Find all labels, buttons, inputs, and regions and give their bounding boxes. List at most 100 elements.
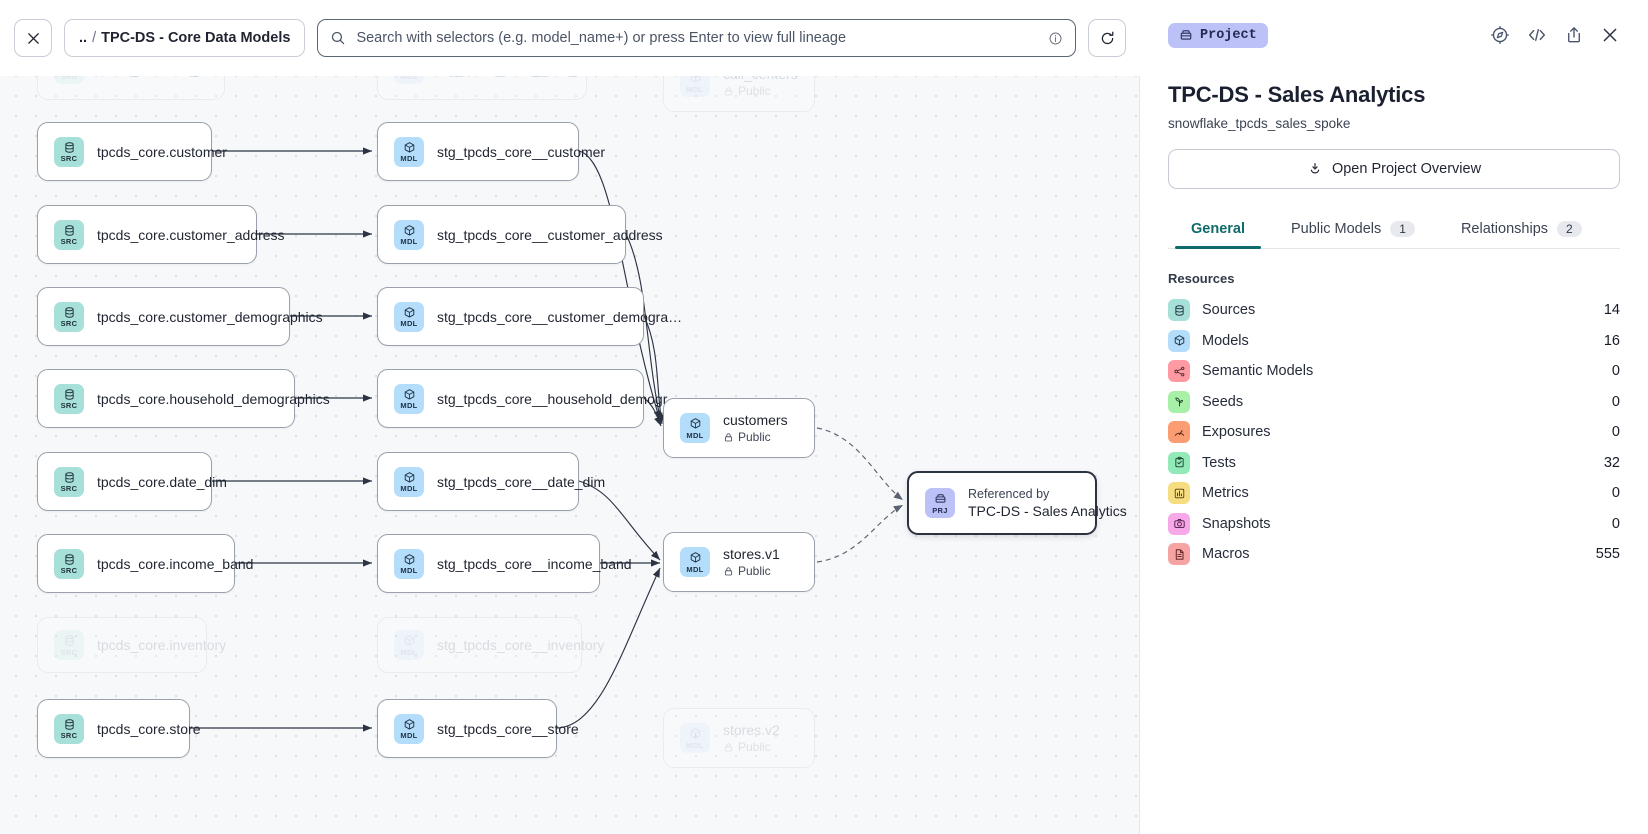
node-label: stg_tpcds_core__customer_demogra… bbox=[437, 308, 683, 325]
resource-row-macros[interactable]: Macros 555 bbox=[1168, 539, 1620, 570]
node-type-text: SRC bbox=[60, 154, 78, 164]
node-type-text: MDL bbox=[400, 154, 418, 164]
resource-row-sources[interactable]: Sources 14 bbox=[1168, 295, 1620, 326]
resource-count: 0 bbox=[1611, 515, 1620, 532]
resource-count: 16 bbox=[1603, 332, 1620, 349]
node-type-badge-mdl: MDL bbox=[680, 547, 710, 577]
tab-count-badge: 1 bbox=[1390, 221, 1415, 237]
camera-icon bbox=[1168, 512, 1190, 535]
breadcrumb-up[interactable]: .. bbox=[79, 30, 88, 46]
lineage-node-mdl_stg_store[interactable]: MDL stg_tpcds_core__store bbox=[377, 699, 579, 758]
node-label: customers bbox=[723, 412, 788, 428]
node-label: tpcds_core.date_dim bbox=[97, 473, 227, 490]
lineage-node-src_household_demographics[interactable]: SRC tpcds_core.household_demographics bbox=[37, 369, 330, 428]
node-label: stg_tpcds_core__household_demogr… bbox=[437, 390, 682, 407]
node-label: stg_tpcds_core__store bbox=[437, 720, 579, 737]
mdl-icon bbox=[689, 417, 702, 431]
node-type-badge-src: SRC bbox=[54, 630, 84, 660]
mdl-icon bbox=[403, 223, 416, 237]
resource-name: Seeds bbox=[1202, 393, 1244, 410]
info-icon[interactable] bbox=[1048, 31, 1063, 46]
resource-row-tests[interactable]: Tests 32 bbox=[1168, 448, 1620, 479]
node-type-text: MDL bbox=[400, 566, 418, 576]
node-type-badge-src: SRC bbox=[54, 136, 84, 167]
compass-icon[interactable] bbox=[1490, 25, 1510, 45]
lineage-node-mdl_stg_date_dim[interactable]: MDL stg_tpcds_core__date_dim bbox=[377, 452, 605, 511]
src-icon bbox=[63, 717, 76, 731]
resource-count: 0 bbox=[1611, 393, 1620, 410]
node-type-text: MDL bbox=[686, 740, 704, 750]
node-label: tpcds_core.store bbox=[97, 720, 201, 737]
src-icon bbox=[63, 552, 76, 566]
node-text: tpcds_core.income_band bbox=[97, 556, 253, 572]
share-icon[interactable] bbox=[1564, 25, 1584, 45]
node-type-badge-src: SRC bbox=[54, 219, 84, 250]
clipboard-check-icon bbox=[1168, 451, 1190, 474]
lineage-node-src_income_band[interactable]: SRC tpcds_core.income_band bbox=[37, 534, 253, 593]
lineage-node-mdl_stg_customer_address[interactable]: MDL stg_tpcds_core__customer_address bbox=[377, 205, 663, 264]
node-type-badge-mdl: MDL bbox=[680, 413, 710, 443]
node-type-text: SRC bbox=[60, 731, 78, 741]
search-input[interactable] bbox=[356, 30, 1038, 46]
open-project-overview-button[interactable]: Open Project Overview bbox=[1168, 149, 1620, 189]
lineage-node-mdl_stg_customer[interactable]: MDL stg_tpcds_core__customer bbox=[377, 122, 605, 181]
node-type-text: MDL bbox=[400, 401, 418, 411]
node-type-text: MDL bbox=[686, 84, 704, 94]
node-text: stg_tpcds_core__customer_address bbox=[437, 227, 663, 243]
lineage-node-src_inventory[interactable]: SRC tpcds_core.inventory bbox=[37, 617, 226, 673]
breadcrumb[interactable]: .. / TPC-DS - Core Data Models bbox=[64, 19, 306, 57]
tab-label: Relationships bbox=[1460, 221, 1549, 237]
resource-row-semantic-models[interactable]: Semantic Models 0 bbox=[1168, 356, 1620, 387]
node-label: tpcds_core.customer_address bbox=[97, 226, 285, 243]
resource-name: Tests bbox=[1202, 454, 1236, 471]
resource-row-exposures[interactable]: Exposures 0 bbox=[1168, 417, 1620, 448]
resource-row-snapshots[interactable]: Snapshots 0 bbox=[1168, 509, 1620, 540]
resource-count: 32 bbox=[1603, 454, 1620, 471]
node-type-badge-mdl: MDL bbox=[394, 301, 424, 332]
node-text: stg_tpcds_core__date_dim bbox=[437, 474, 605, 490]
lock-icon bbox=[723, 432, 734, 443]
search-bar[interactable] bbox=[317, 19, 1076, 57]
node-text: tpcds_core.customer_address bbox=[97, 226, 285, 243]
bar-chart-icon bbox=[1168, 482, 1190, 505]
lineage-node-src_customer_demographics[interactable]: SRC tpcds_core.customer_demographics bbox=[37, 287, 323, 346]
node-type-text: MDL bbox=[400, 647, 418, 657]
tab-general[interactable]: General bbox=[1168, 213, 1268, 249]
code-icon[interactable] bbox=[1526, 25, 1548, 45]
lineage-canvas[interactable]: SRC tpcds_core.call_center SRC tpcds_cor… bbox=[0, 0, 1140, 834]
refresh-button[interactable] bbox=[1088, 19, 1126, 57]
lineage-node-mdl_stg_household_demo[interactable]: MDL stg_tpcds_core__household_demogr… bbox=[377, 369, 682, 428]
node-text: tpcds_core.store bbox=[97, 720, 201, 737]
resource-row-metrics[interactable]: Metrics 0 bbox=[1168, 478, 1620, 509]
node-type-text: SRC bbox=[60, 319, 78, 329]
lineage-node-mdl_stg_income_band[interactable]: MDL stg_tpcds_core__income_band bbox=[377, 534, 632, 593]
lineage-node-mdl_stg_inventory[interactable]: MDL stg_tpcds_core__inventory bbox=[377, 617, 604, 673]
src-icon bbox=[63, 140, 76, 154]
resource-count: 14 bbox=[1603, 302, 1620, 319]
close-icon[interactable] bbox=[1600, 25, 1620, 45]
resource-row-models[interactable]: Models 16 bbox=[1168, 326, 1620, 357]
resource-row-seeds[interactable]: Seeds 0 bbox=[1168, 387, 1620, 418]
lineage-node-src_store[interactable]: SRC tpcds_core.store bbox=[37, 699, 201, 758]
resource-type-badge: Project bbox=[1168, 22, 1268, 48]
lineage-node-src_customer[interactable]: SRC tpcds_core.customer bbox=[37, 122, 227, 181]
node-prefix: Referenced by bbox=[968, 487, 1050, 501]
mdl-icon bbox=[403, 717, 416, 731]
lineage-node-src_customer_address[interactable]: SRC tpcds_core.customer_address bbox=[37, 205, 285, 264]
node-type-badge-mdl: MDL bbox=[394, 630, 424, 660]
lineage-node-src_date_dim[interactable]: SRC tpcds_core.date_dim bbox=[37, 452, 227, 511]
lineage-node-mdl_stg_customer_demo[interactable]: MDL stg_tpcds_core__customer_demogra… bbox=[377, 287, 683, 346]
node-text: stg_tpcds_core__customer_demogra… bbox=[437, 308, 683, 325]
close-lineage-button[interactable] bbox=[14, 19, 52, 57]
node-text: stg_tpcds_core__customer bbox=[437, 144, 605, 160]
mdl-icon bbox=[403, 552, 416, 566]
node-type-badge-src: SRC bbox=[54, 301, 84, 332]
